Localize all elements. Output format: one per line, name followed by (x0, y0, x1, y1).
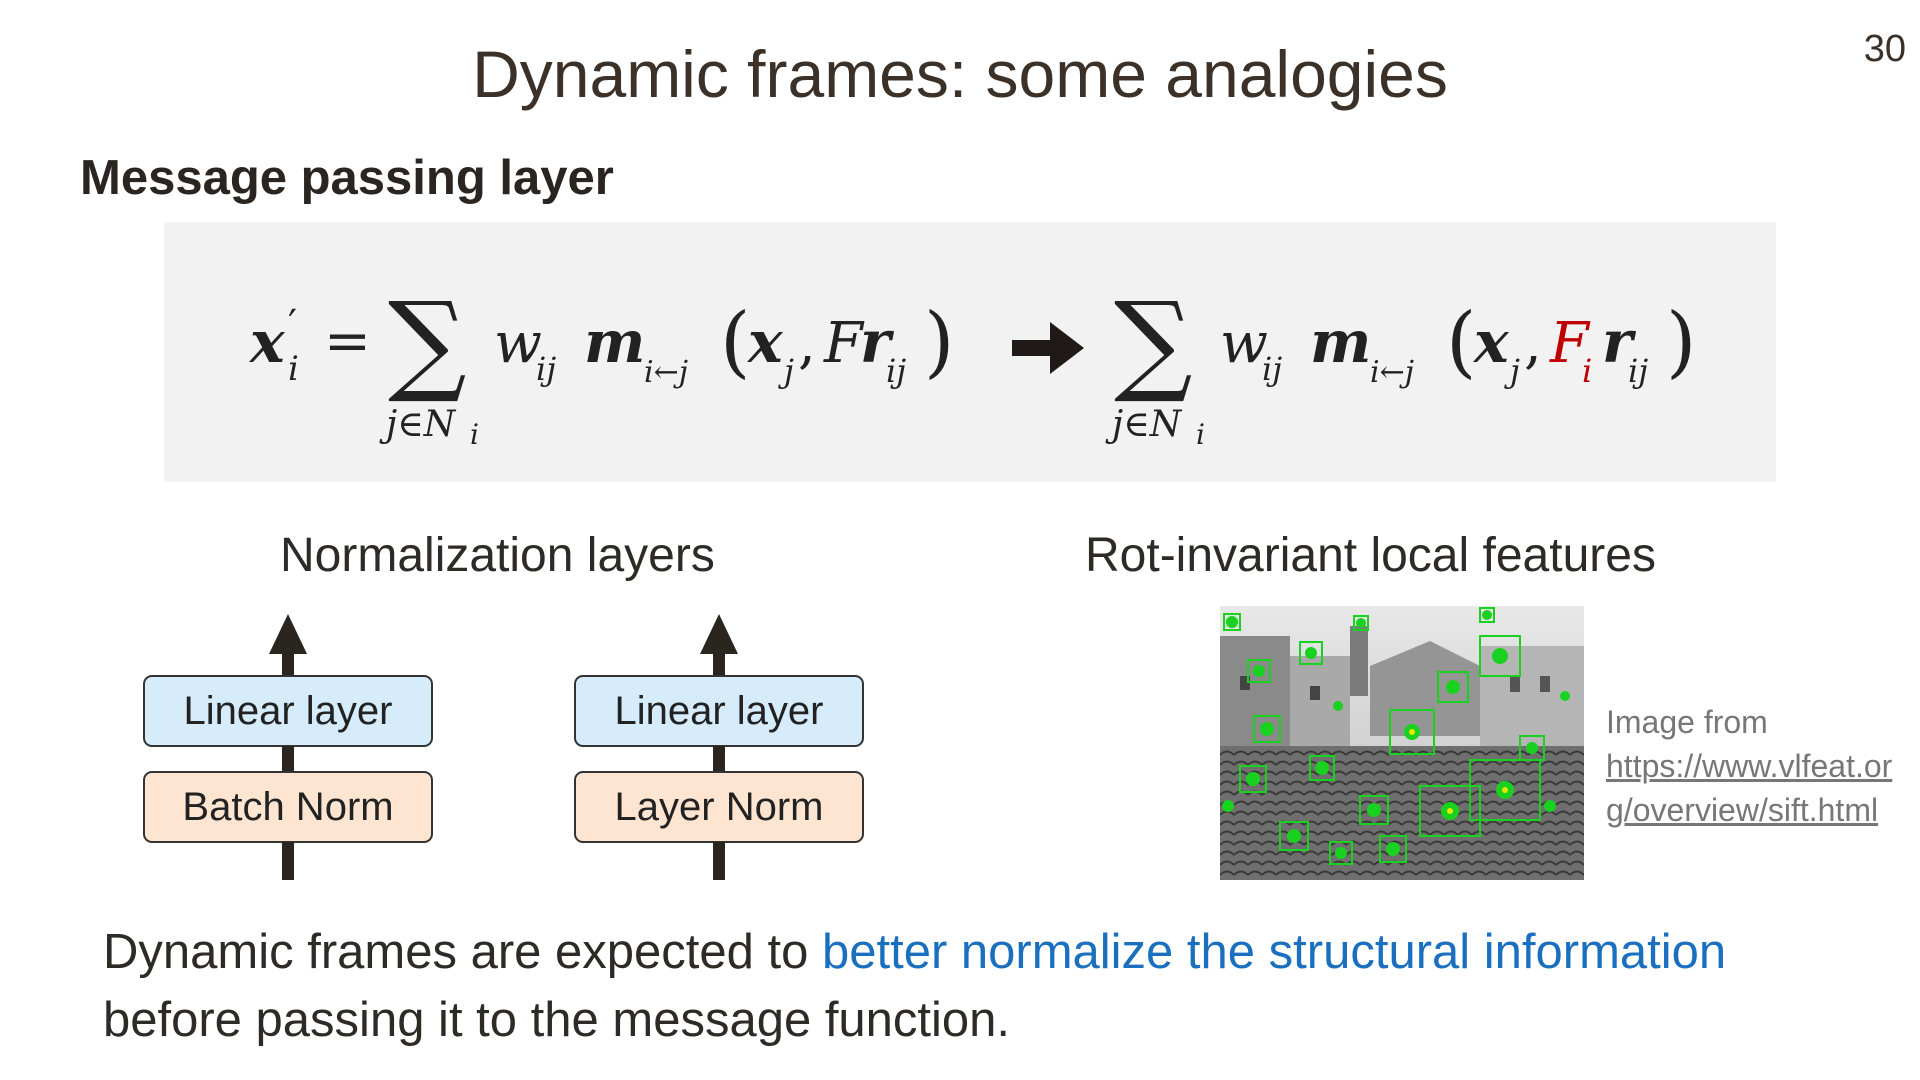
diagram-stem (282, 842, 294, 880)
sum-sub-left: j∈N (379, 404, 457, 445)
r-left: r (860, 308, 895, 376)
right-arrow-icon (1012, 322, 1084, 374)
message-left: m (584, 308, 645, 376)
r-right: r (1602, 308, 1637, 376)
sum-sub-right: j∈N (1105, 404, 1183, 445)
paren-close-left: ) (924, 297, 954, 387)
arg-x-left: x (746, 308, 784, 376)
message-sub-left: i←j (644, 355, 688, 390)
weight-sub-left: ij (536, 350, 556, 388)
caption-prefix: Image from (1606, 704, 1768, 740)
weight-right: w (1220, 311, 1268, 376)
comma-left: , (798, 311, 816, 376)
paren-close-right: ) (1666, 297, 1696, 387)
slide-title: Dynamic frames: some analogies (472, 37, 1448, 111)
r-sub-right: ij (1628, 352, 1648, 390)
sum-right: ∑ (1114, 278, 1193, 406)
diagram-stem (713, 746, 725, 774)
summary-text: Dynamic frames are expected to better no… (103, 918, 1863, 1054)
summary-after: before passing it to the message functio… (103, 993, 1011, 1047)
frame-global: F (823, 311, 865, 376)
formula-svg: x ′ i = ∑ j∈N i w ij m i←j ( x j , F r i… (248, 278, 1696, 451)
r-sub-left: ij (886, 352, 906, 390)
lhs-var: x (248, 308, 286, 376)
normalization-title: Normalization layers (280, 529, 715, 582)
summary-highlight: better normalize the structural informat… (821, 925, 1727, 979)
section-heading: Message passing layer (80, 151, 614, 205)
linear-layer-box-left: Linear layer (143, 675, 433, 747)
caption-link[interactable]: https://www.vlfeat.org/overview/sift.htm… (1606, 748, 1893, 828)
arrow-up-icon (269, 614, 307, 654)
image-caption: Image from https://www.vlfeat.org/overvi… (1606, 700, 1906, 832)
batch-norm-box: Batch Norm (143, 771, 433, 843)
features-title: Rot-invariant local features (1085, 529, 1656, 582)
diagram-stem (282, 746, 294, 774)
diagram-stem (713, 650, 725, 680)
comma-right: , (1524, 311, 1542, 376)
linear-layer-box-right: Linear layer (574, 675, 864, 747)
paren-open-left: ( (720, 297, 750, 387)
layer-norm-box: Layer Norm (574, 771, 864, 843)
summary-before: Dynamic frames are expected to (103, 925, 822, 979)
sum-sub-right-i: i (1196, 418, 1205, 451)
weight-left: w (494, 311, 542, 376)
formula-box: x ′ i = ∑ j∈N i w ij m i←j ( x j , F r i… (164, 222, 1776, 482)
frame-local: F (1549, 311, 1591, 376)
lhs-sub: i (288, 349, 299, 389)
sift-features-image (1220, 606, 1584, 880)
message-right: m (1310, 308, 1371, 376)
diagram-stem (282, 650, 294, 680)
frame-local-sub: i (1582, 352, 1592, 390)
diagram-stem (713, 842, 725, 880)
paren-open-right: ( (1446, 297, 1476, 387)
page-number: 30 (1863, 28, 1906, 70)
sum-sub-left-i: i (470, 418, 479, 451)
message-sub-right: i←j (1370, 355, 1414, 390)
sum-left: ∑ (388, 278, 467, 406)
weight-sub-right: ij (1262, 350, 1282, 388)
arg-x-right: x (1472, 308, 1510, 376)
lhs-prime: ′ (288, 302, 297, 348)
equals-sign: = (324, 309, 371, 374)
arrow-up-icon (700, 614, 738, 654)
